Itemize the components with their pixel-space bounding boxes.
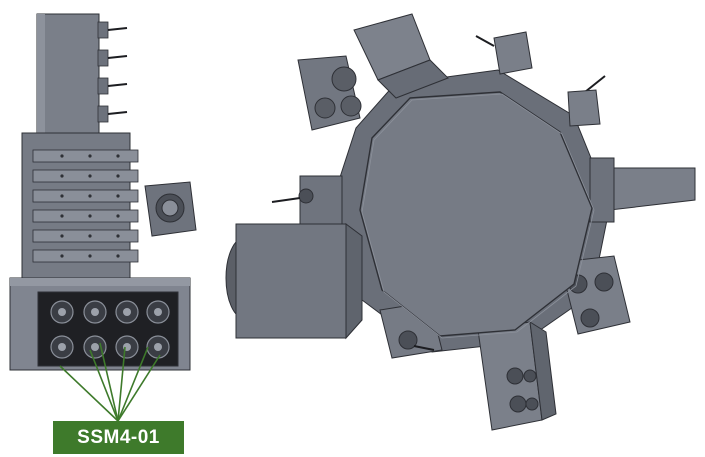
upper-drill-bits bbox=[107, 27, 128, 115]
lower-right-holders bbox=[559, 255, 631, 335]
callout-leaders bbox=[59, 342, 161, 422]
right-upper-holder bbox=[567, 89, 601, 127]
upper-column bbox=[36, 13, 100, 135]
left-mid-holder bbox=[271, 175, 343, 225]
turret-face bbox=[359, 91, 593, 337]
slot-screws bbox=[60, 154, 120, 258]
left-square-block bbox=[225, 223, 363, 340]
bottom-tool-column bbox=[477, 321, 557, 431]
upper-left-holders bbox=[314, 66, 362, 119]
upper-tool-holders bbox=[97, 21, 109, 123]
turret-assembly bbox=[225, 13, 696, 431]
side-boring-head bbox=[144, 181, 197, 237]
gang-tool-block bbox=[9, 13, 197, 371]
callout-label: SSM4-01 bbox=[53, 421, 184, 454]
tool-slots bbox=[32, 149, 139, 263]
top-tool-bits bbox=[475, 35, 606, 93]
driven-tool-spindles bbox=[50, 300, 170, 359]
